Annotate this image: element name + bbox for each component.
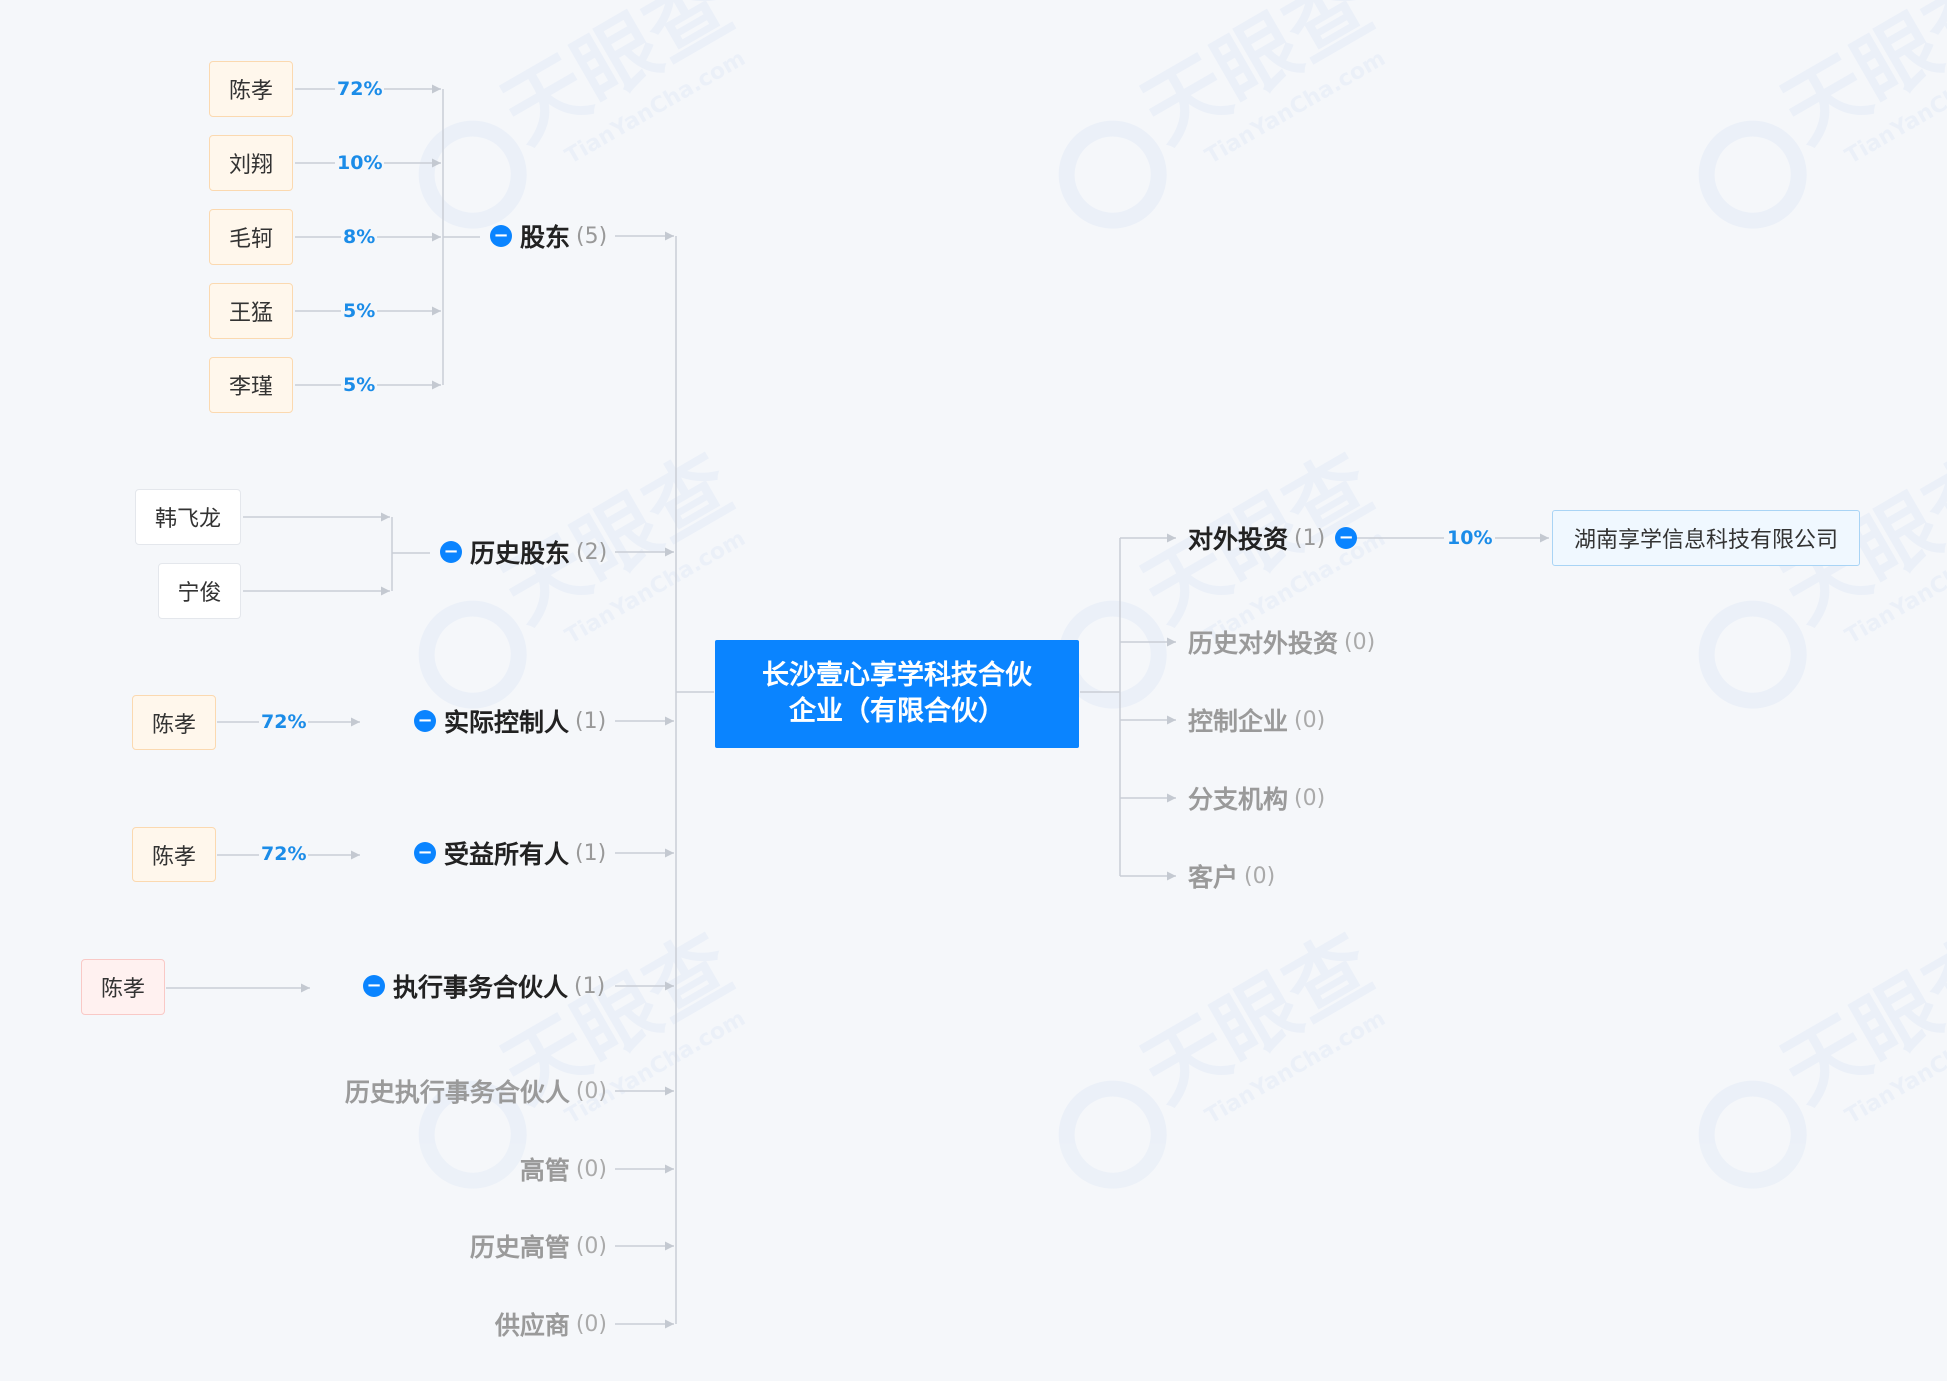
collapse-icon[interactable]: − xyxy=(440,541,462,563)
collapse-icon[interactable]: − xyxy=(490,225,512,247)
watermark-brand-text: 天眼查 xyxy=(1127,0,1388,162)
beneficial-owner-node[interactable]: 陈孝 xyxy=(132,827,216,882)
brand-watermark: 天眼查TianYanCha.com xyxy=(1058,437,1390,709)
share-percentage: 5% xyxy=(341,372,378,398)
watermark-site-text: TianYanCha.com xyxy=(1201,46,1390,169)
category-title: 控制企业 xyxy=(1188,707,1289,736)
controller-node[interactable]: 陈孝 xyxy=(132,695,216,750)
category-title: 供应商 xyxy=(494,1311,570,1340)
category-actual-controller[interactable]: − 实际控制人 (1) xyxy=(414,703,606,739)
category-count: (0) xyxy=(575,1311,607,1337)
collapse-icon[interactable]: − xyxy=(414,842,436,864)
category-title: 对外投资 xyxy=(1188,525,1289,554)
watermark-brand-text: 天眼查 xyxy=(1127,917,1388,1122)
category-count: (0) xyxy=(575,1078,607,1104)
watermark-site-text: TianYanCha.com xyxy=(1841,1006,1947,1129)
collapse-icon[interactable]: − xyxy=(363,975,385,997)
watermark-brand-text: 天眼查 xyxy=(1767,917,1947,1122)
category-title: 历史执行事务合伙人 xyxy=(344,1078,570,1107)
category-title: 实际控制人 xyxy=(444,708,570,737)
category-investments[interactable]: 对外投资 (1) − xyxy=(1188,520,1358,556)
shareholder-node[interactable]: 陈孝 xyxy=(209,61,293,117)
brand-watermark: 天眼查TianYanCha.com xyxy=(1058,917,1390,1189)
brand-watermark: 天眼查TianYanCha.com xyxy=(1698,917,1947,1189)
category-title: 分支机构 xyxy=(1188,785,1289,814)
category-count: (0) xyxy=(1344,629,1376,655)
category-title: 执行事务合伙人 xyxy=(393,973,569,1002)
watermark-site-text: TianYanCha.com xyxy=(561,46,750,169)
company-center-node[interactable]: 长沙壹心享学科技合伙 企业（有限合伙） xyxy=(715,640,1079,748)
share-percentage: 5% xyxy=(341,298,378,324)
category-title: 受益所有人 xyxy=(444,840,570,869)
executive-partner-node[interactable]: 陈孝 xyxy=(81,959,165,1015)
watermark-brand-text: 天眼查 xyxy=(1767,0,1947,162)
brand-watermark: 天眼查TianYanCha.com xyxy=(418,437,750,709)
watermark-site-text: TianYanCha.com xyxy=(1841,46,1947,169)
share-percentage: 10% xyxy=(1444,525,1496,551)
category-title: 高管 xyxy=(519,1156,570,1185)
category-count: (1) xyxy=(1294,525,1326,551)
brand-watermark: 天眼查TianYanCha.com xyxy=(1698,437,1947,709)
category-title: 股东 xyxy=(520,223,571,252)
history-shareholder-node[interactable]: 韩飞龙 xyxy=(135,489,241,545)
shareholder-node[interactable]: 毛轲 xyxy=(209,209,293,265)
category-count: (1) xyxy=(575,708,607,734)
history-shareholder-node[interactable]: 宁俊 xyxy=(158,563,241,619)
category-count: (0) xyxy=(575,1156,607,1182)
company-name-line2: 企业（有限合伙） xyxy=(789,696,1005,727)
category-count: (0) xyxy=(575,1233,607,1259)
share-percentage: 10% xyxy=(335,150,385,176)
shareholder-node[interactable]: 王猛 xyxy=(209,283,293,339)
category-branches[interactable]: 分支机构 (0) xyxy=(1188,780,1325,816)
category-history-investments[interactable]: 历史对外投资 (0) xyxy=(1188,624,1375,660)
brand-watermark: 天眼查TianYanCha.com xyxy=(1698,0,1947,229)
shareholder-node[interactable]: 李瑾 xyxy=(209,357,293,413)
share-percentage: 72% xyxy=(259,841,309,867)
category-title: 历史股东 xyxy=(470,539,571,568)
category-title: 历史高管 xyxy=(469,1233,570,1262)
category-count: (2) xyxy=(576,539,608,565)
brand-watermark: 天眼查TianYanCha.com xyxy=(1058,0,1390,229)
category-customers[interactable]: 客户 (0) xyxy=(1188,858,1275,894)
category-count: (1) xyxy=(574,973,606,999)
category-count: (0) xyxy=(1294,785,1326,811)
category-history-executives[interactable]: 历史高管 (0) xyxy=(400,1228,607,1264)
company-name-line1: 长沙壹心享学科技合伙 xyxy=(762,660,1032,691)
category-history-shareholders[interactable]: − 历史股东 (2) xyxy=(440,534,607,570)
category-suppliers[interactable]: 供应商 (0) xyxy=(400,1306,607,1342)
category-count: (0) xyxy=(1244,863,1276,889)
share-percentage: 8% xyxy=(341,224,378,250)
category-beneficial-owner[interactable]: − 受益所有人 (1) xyxy=(414,835,606,871)
category-history-executive-partner[interactable]: 历史执行事务合伙人 (0) xyxy=(300,1073,607,1109)
invested-company-node[interactable]: 湖南享学信息科技有限公司 xyxy=(1552,510,1860,566)
category-count: (1) xyxy=(575,840,607,866)
category-executives[interactable]: 高管 (0) xyxy=(400,1151,607,1187)
category-controlled[interactable]: 控制企业 (0) xyxy=(1188,702,1325,738)
collapse-icon[interactable]: − xyxy=(414,710,436,732)
category-executive-partner[interactable]: − 执行事务合伙人 (1) xyxy=(363,968,605,1004)
watermark-brand-text: 天眼查 xyxy=(487,0,748,162)
share-percentage: 72% xyxy=(335,76,385,102)
shareholder-node[interactable]: 刘翔 xyxy=(209,135,293,191)
watermark-site-text: TianYanCha.com xyxy=(561,1006,750,1129)
category-title: 历史对外投资 xyxy=(1188,629,1339,658)
brand-watermark: 天眼查TianYanCha.com xyxy=(418,0,750,229)
category-title: 客户 xyxy=(1188,863,1239,892)
watermark-site-text: TianYanCha.com xyxy=(1201,1006,1390,1129)
category-count: (0) xyxy=(1294,707,1326,733)
category-count: (5) xyxy=(576,223,608,249)
category-shareholders[interactable]: − 股东 (5) xyxy=(490,218,607,254)
collapse-icon[interactable]: − xyxy=(1335,527,1358,549)
share-percentage: 72% xyxy=(259,709,309,735)
